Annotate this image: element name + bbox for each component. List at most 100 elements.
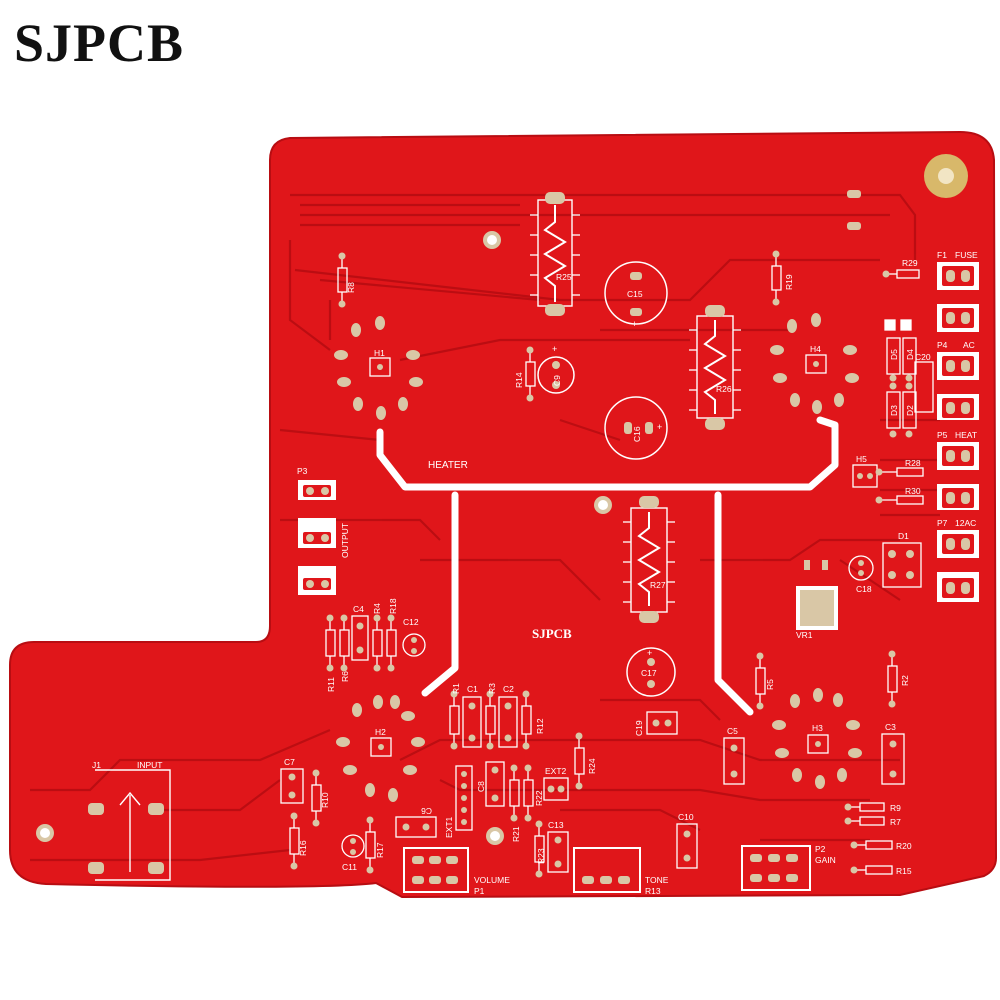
j1-label: J1 (92, 760, 101, 770)
c18-cap (848, 555, 874, 581)
r17-label: R17 (375, 842, 385, 858)
h1-label: H1 (374, 348, 385, 358)
center-logo: SJPCB (532, 626, 572, 641)
cap-c12 (402, 633, 426, 657)
cap-c17: + (626, 647, 676, 697)
cap-c15: + (604, 261, 668, 329)
c5-label: C5 (727, 726, 738, 736)
brand-title: SJPCB (14, 13, 185, 73)
h5-socket (852, 464, 878, 488)
jack-j1-input (88, 769, 171, 881)
ext2-label: EXT2 (545, 766, 567, 776)
power-resistor-r25 (530, 192, 580, 316)
svg-text:+: + (632, 319, 637, 329)
r30-label: R30 (905, 486, 921, 496)
power-resistor-r26 (689, 305, 741, 430)
r20-label: R20 (896, 841, 912, 851)
c18-label: C18 (856, 584, 872, 594)
d1-bridge (882, 542, 922, 588)
c3-label: C3 (885, 722, 896, 732)
d5-label: D5 (889, 349, 899, 360)
d2-label: D2 (905, 405, 915, 416)
d1-label: D1 (898, 531, 909, 541)
r26-label: R26 (716, 384, 732, 394)
r14-label: R14 (514, 372, 524, 388)
p4-label: P4 (937, 340, 948, 350)
c19-label: C19 (634, 720, 644, 736)
p7-label: P7 (937, 518, 948, 528)
c15-label: C15 (627, 289, 643, 299)
r8-label: R8 (346, 282, 356, 293)
copper-traces (30, 193, 940, 862)
d4-label: D4 (905, 349, 915, 360)
tube-socket-h2 (336, 695, 425, 802)
svg-text:+: + (552, 344, 557, 354)
r27-label: R27 (650, 580, 666, 590)
r13-label: R13 (645, 886, 661, 896)
diodes-block (884, 319, 934, 429)
cap-c11 (341, 834, 365, 858)
fuse-label: FUSE (955, 250, 978, 260)
c20-label: C20 (915, 352, 931, 362)
pcb-outline (9, 130, 998, 899)
h4-label: H4 (810, 344, 821, 354)
ac-label: AC (963, 340, 975, 350)
pot-p1-volume (403, 847, 469, 893)
tone-label: TONE (645, 875, 669, 885)
c12-label: C12 (403, 617, 419, 627)
power-connectors (937, 262, 979, 602)
volume-label: VOLUME (474, 875, 510, 885)
h5-label: H5 (856, 454, 867, 464)
c16-label: C16 (632, 426, 642, 442)
heater-label: HEATER (428, 460, 468, 471)
ext1-label: EXT1 (444, 816, 454, 838)
connector-p3-output (298, 480, 336, 595)
c17-label: C17 (641, 668, 657, 678)
power-resistor-r27 (623, 496, 675, 623)
p2-label: P2 (815, 844, 826, 854)
r11-label: R11 (326, 677, 336, 692)
r19-label: R19 (784, 274, 794, 290)
vr1-regulator (796, 560, 838, 630)
svg-text:+: + (657, 422, 662, 432)
c8-label: C8 (476, 781, 486, 792)
top-pads (847, 190, 861, 230)
c11-label: C11 (342, 862, 357, 872)
r4-label: R4 (372, 603, 382, 614)
f1-label: F1 (937, 250, 947, 260)
c9-label: C9 (552, 375, 562, 386)
diode-pads (889, 374, 913, 438)
c13-label: C13 (548, 820, 564, 830)
c1-label: C1 (467, 684, 478, 694)
svg-text:+: + (647, 648, 652, 658)
r10-label: R10 (320, 792, 330, 808)
p1-label: P1 (474, 886, 485, 896)
ac12-label: 12AC (955, 518, 976, 528)
r22-label: R22 (534, 790, 544, 806)
input-label: INPUT (137, 760, 163, 770)
r23-label: R23 (536, 848, 546, 864)
r1-label: R1 (451, 683, 461, 694)
p5-label: P5 (937, 430, 948, 440)
c10-label: C10 (678, 812, 694, 822)
tube-socket-h4 (770, 313, 859, 414)
mounting-holes (36, 154, 968, 845)
heat-label: HEAT (955, 430, 977, 440)
d3-label: D3 (889, 405, 899, 416)
r6-label: R6 (340, 671, 350, 682)
c7-label: C7 (284, 757, 295, 767)
vr1-label: VR1 (796, 630, 813, 640)
r3-label: R3 (487, 683, 497, 694)
cap-c16: + (604, 396, 668, 460)
r29-label: R29 (902, 258, 918, 268)
ext1-header (455, 765, 473, 831)
r21-label: R21 (511, 826, 521, 842)
pot-p2-gain (741, 845, 811, 891)
h3-label: H3 (812, 723, 823, 733)
r5-label: R5 (765, 679, 775, 690)
small-pads (288, 250, 897, 878)
tube-socket-h3 (772, 688, 862, 789)
c6-label: C6 (421, 806, 432, 816)
r2-label: R2 (900, 675, 910, 686)
